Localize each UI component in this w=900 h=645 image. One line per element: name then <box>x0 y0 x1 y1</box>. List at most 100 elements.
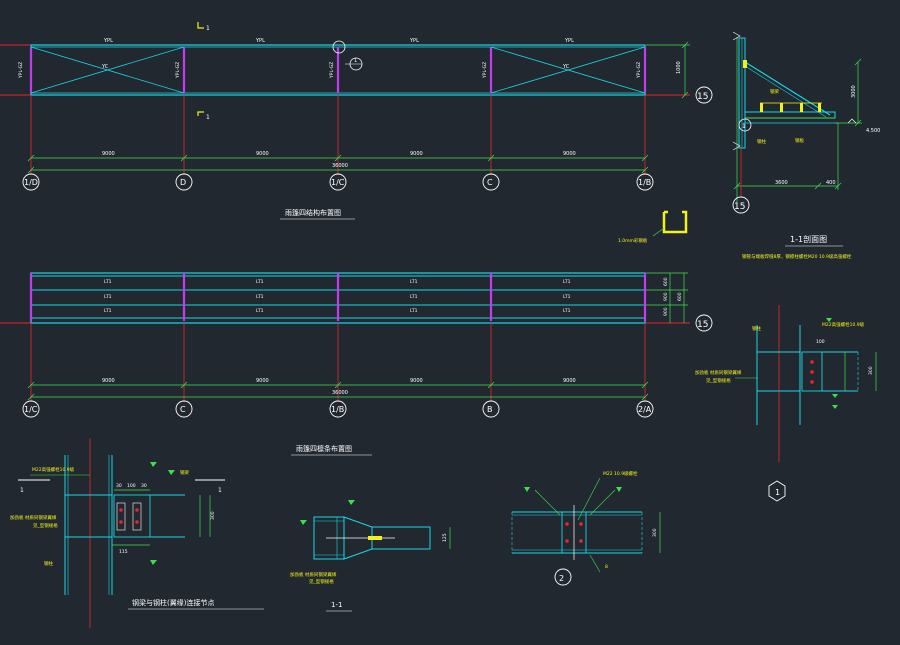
purlin-label: LT1 <box>104 308 112 314</box>
side-dim: 900 <box>663 292 669 301</box>
detail-left-label: M22高强螺栓10.9级 <box>32 466 75 473</box>
plan2-title: 雨篷四檩条布置图 <box>296 444 352 453</box>
detail-left-label: 钢梁 <box>180 469 189 476</box>
span-dim: 9000 <box>102 378 115 384</box>
total-dim: 36000 <box>332 390 348 396</box>
purlin-label: LT1 <box>563 294 571 300</box>
detail-mid-dim: 125 <box>442 533 448 542</box>
axis-label: B <box>487 405 493 414</box>
detail-marker-text: 1 <box>775 488 780 497</box>
detail-left-dim: 100 <box>127 483 136 489</box>
span-dim: 9000 <box>256 151 269 157</box>
axis-label: 2/A <box>638 405 652 414</box>
section-tag: 钢板 <box>795 137 804 144</box>
column-tag: YPL-GZ <box>175 62 181 79</box>
span-dim: 9000 <box>256 378 269 384</box>
section-title: 1-1剖面图 <box>790 234 827 244</box>
detail-1-node: 300 100 钢柱 M22高强螺栓10.9级 加劲板 材质同钢梁翼缘 见_型钢… <box>695 305 877 502</box>
detail-left-dim: 30 <box>116 483 122 489</box>
brace-label: YC <box>101 64 109 70</box>
beam-label: YPL <box>103 38 113 44</box>
span-dim: 9000 <box>563 151 576 157</box>
purlin-label: LT1 <box>563 308 571 314</box>
purlin-label: LT1 <box>256 308 264 314</box>
axis-bubble-text: 15 <box>734 202 745 212</box>
height-dim: 1000 <box>676 61 682 74</box>
section-mark: 1 <box>20 487 24 494</box>
detail-callout-number: 1 <box>354 58 357 64</box>
plan1-structure-layout: YPL YPL YPL YPL YC YC YPL-GZ YPL-GZ YPL-… <box>0 22 713 220</box>
axis-bubble-text: 15 <box>697 320 708 330</box>
detail1-dim: 100 <box>816 339 825 345</box>
purlin-label: LT1 <box>410 294 418 300</box>
axis-label: C <box>487 178 493 187</box>
elevation: 4.500 <box>866 128 880 134</box>
section-note: 钢管与端板焊缝8厚，钢檩柱螺栓M20 10.9级高强螺栓 <box>742 253 852 260</box>
detail1-label: 见_型钢规格 <box>706 377 731 384</box>
axis-label: 1/D <box>24 178 38 187</box>
section-tag: 钢柱 <box>757 138 766 145</box>
detail-left-label: 见_型钢规格 <box>33 522 58 529</box>
axis-label: 1/B <box>331 405 344 414</box>
plan2-purlin-layout: LT1 LT1 LT1 LT1 LT1 LT1 LT1 LT1 LT1 LT1 … <box>0 272 713 456</box>
axis-label: 1/C <box>24 405 38 414</box>
purlin-note: 1.0mm彩钢板 <box>618 237 648 244</box>
purlin-label: LT1 <box>256 294 264 300</box>
section-tag: 钢梁 <box>770 88 779 95</box>
detail-mid-section: 125 加劲板 材质同钢梁翼缘 见_型钢规格 1-1 <box>290 500 451 612</box>
detail-marker-1 <box>768 480 786 502</box>
axis-label: 1/C <box>331 178 345 187</box>
side-dim: 600 <box>663 277 669 286</box>
detail1-label: 加劲板 材质同钢梁翼缘 <box>695 369 742 376</box>
section-mark: 1 <box>218 487 222 494</box>
plan1-title: 雨篷四结构布置图 <box>285 208 341 217</box>
detail-left-dim: 300 <box>210 511 216 520</box>
detail-mid-label: 加劲板 材质同钢梁翼缘 <box>290 571 337 578</box>
detail-left-node: 30 100 30 300 115 M22高强螺栓10.9级 加劲板 材质同钢梁… <box>10 438 264 628</box>
axis-bubble-15 <box>732 196 750 214</box>
total-dim: 36000 <box>332 163 348 169</box>
section-callout <box>738 118 752 132</box>
detail-right-label: M22 10.9级螺栓 <box>603 470 638 477</box>
detail-left-dim: 115 <box>119 549 128 555</box>
brace-label: YC <box>562 64 570 70</box>
purlin-label: LT1 <box>410 308 418 314</box>
beam-label: YPL <box>409 38 419 44</box>
beam-label: YPL <box>255 38 265 44</box>
axis-label: 1/B <box>638 178 651 187</box>
detail1-dim: 300 <box>868 366 874 375</box>
purlin-label: LT1 <box>104 294 112 300</box>
section-width-dim2: 400 <box>826 180 836 186</box>
axis-bubble-15 <box>695 314 713 332</box>
detail-marker-text: 2 <box>559 574 564 583</box>
purlin-label: LT1 <box>410 279 418 285</box>
purlin-label: LT1 <box>104 279 112 285</box>
axis-label: D <box>180 178 186 187</box>
axis-label: C <box>180 405 186 414</box>
detail-right-label: 8 <box>605 564 608 570</box>
purlin-label: LT1 <box>256 279 264 285</box>
span-dim: 9000 <box>410 151 423 157</box>
detail1-label: M22高强螺栓10.9级 <box>822 321 865 328</box>
section-width-dim: 3600 <box>775 180 788 186</box>
detail-marker-2 <box>554 568 572 586</box>
axis-bubble-15 <box>695 86 713 104</box>
section-mark: 1 <box>206 25 210 32</box>
detail-left-label: 加劲板 材质同钢梁翼缘 <box>10 514 57 521</box>
purlin-section <box>662 210 688 234</box>
section-mark: 1 <box>206 114 210 121</box>
detail1-label: 钢柱 <box>752 325 761 332</box>
span-dim: 9000 <box>563 378 576 384</box>
detail-bubble <box>332 40 346 54</box>
detail-mid-label: 见_型钢规格 <box>309 578 334 585</box>
detail-left-label: 钢柱 <box>44 560 53 567</box>
span-dim: 9000 <box>102 151 115 157</box>
axis-bubble-text: 15 <box>697 92 708 102</box>
column-tag: YPL-GZ <box>329 62 335 79</box>
section-callout-number: 1 <box>742 123 746 130</box>
side-dim: 900 <box>663 307 669 316</box>
column-tag: YPL-GZ <box>636 62 642 79</box>
span-dim: 9000 <box>410 378 423 384</box>
detail-right-node: 300 M22 10.9级螺栓 8 2 <box>511 470 661 586</box>
